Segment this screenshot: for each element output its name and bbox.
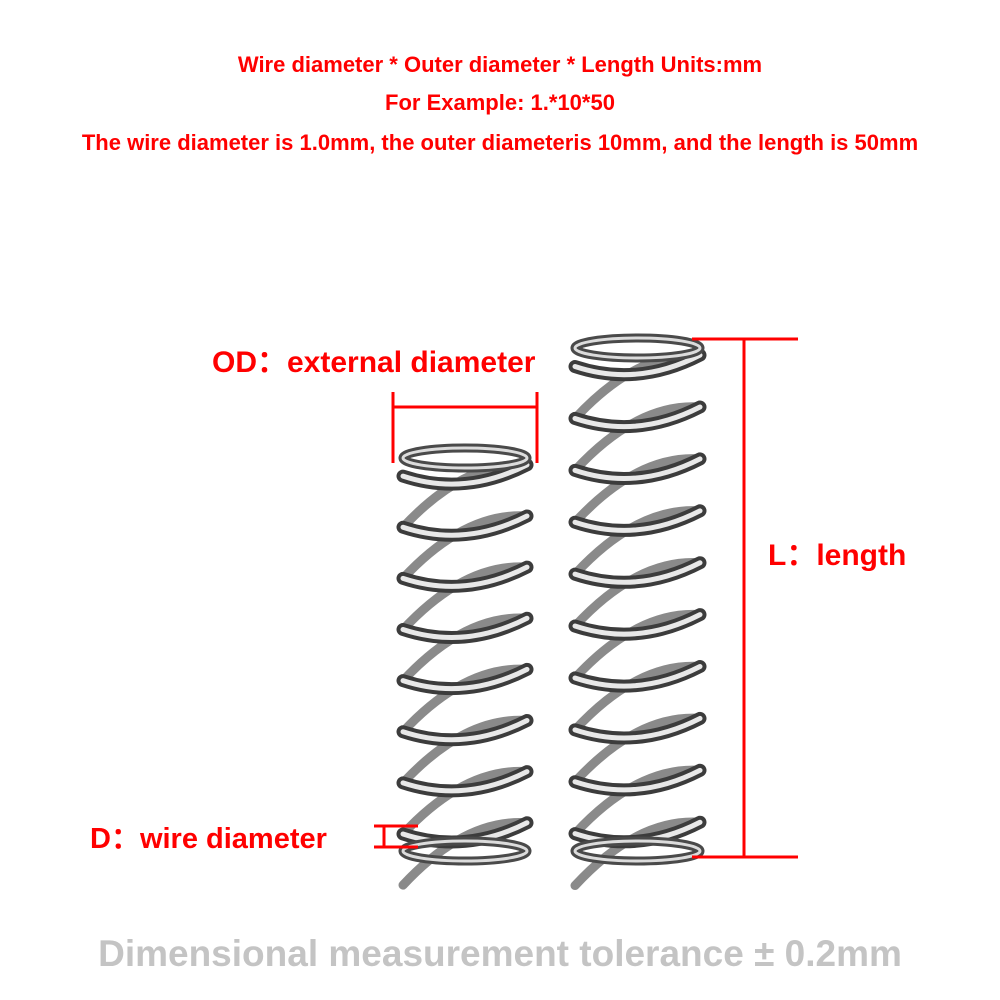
wire-diameter-label: D：wire diameter [90,823,327,855]
od-dimension-marker [391,392,539,463]
od-label: OD：external diameter [212,346,536,379]
long-spring [568,333,707,891]
length-label: L：length [768,539,907,572]
header-line-2: For Example: 1.*10*50 [385,90,615,115]
wire-diameter-marker [374,824,418,849]
header-line-3: The wire diameter is 1.0mm, the outer di… [81,130,919,155]
tolerance-footer: Dimensional measurement tolerance ± 0.2m… [98,933,902,974]
length-dimension-marker [692,337,798,859]
header-line-1: Wire diameter * Outer diameter * Length … [237,52,763,77]
short-spring [396,443,534,890]
